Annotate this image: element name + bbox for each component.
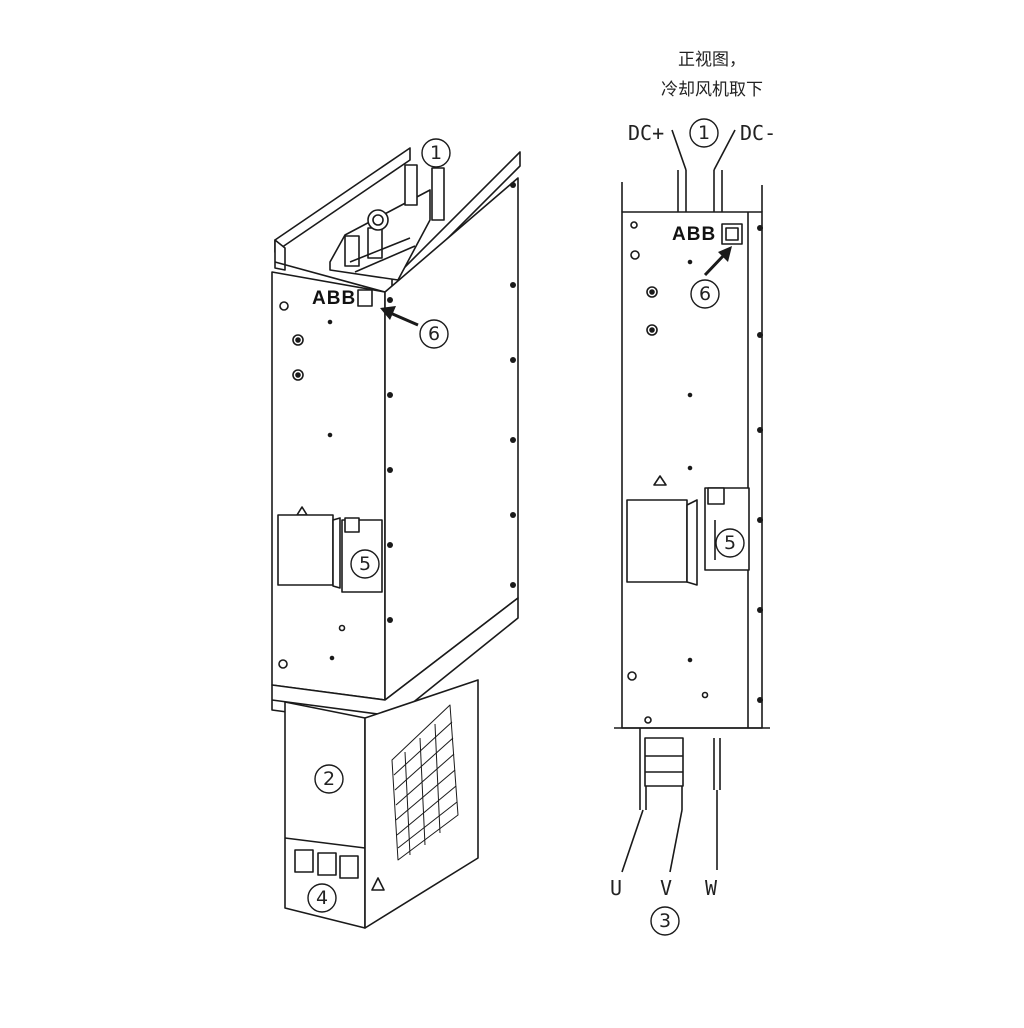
dc-minus-label: DC-: [740, 121, 776, 145]
dcplus-leader: [671, 129, 687, 171]
right-bolts: [757, 225, 763, 703]
callout-2-left: 2: [323, 768, 335, 790]
callout-circle-2-left: [314, 764, 344, 794]
callout-circle-5-left: [350, 549, 380, 579]
right-screws: [627, 221, 709, 724]
front-screws: [278, 301, 346, 669]
warning-icon-right: [653, 475, 667, 486]
arrow-6-right: [703, 246, 732, 277]
callout-3-right: 3: [659, 910, 671, 932]
vent-grille: [391, 704, 459, 861]
side-bolts: [387, 182, 516, 623]
u-label: U: [610, 876, 622, 900]
callout-circle-6-left: [419, 319, 449, 349]
callout-6-right: 6: [699, 283, 711, 305]
dcminus-leader: [713, 129, 736, 171]
callout-4-left: 4: [316, 887, 328, 909]
abb-logo-left: ABB: [312, 288, 356, 309]
callout-circle-5-right: [715, 528, 745, 558]
bottom-flange: [271, 597, 519, 726]
warning-icon-lower: [371, 877, 385, 891]
u-leader: [621, 809, 644, 873]
caption-line-1: 正视图，: [678, 50, 746, 70]
callout-5-left: 5: [359, 553, 371, 575]
callout-1-left: 1: [430, 142, 442, 164]
callout-6-left: 6: [428, 323, 440, 345]
v-label: V: [660, 876, 672, 900]
abb-logo-right: ABB: [672, 224, 716, 245]
motor-terminals: [294, 849, 359, 879]
callout-5-right: 5: [724, 532, 736, 554]
v-leader: [669, 809, 683, 873]
callout-1-right: 1: [698, 122, 710, 144]
arrow-6-left: [380, 306, 419, 327]
right-module: ABB: [614, 129, 770, 873]
left-module: ABB: [271, 147, 521, 929]
w-label: W: [705, 876, 718, 900]
dc-plus-label: DC+: [628, 121, 664, 145]
callout-circle-6-right: [690, 279, 720, 309]
callout-circle-4-left: [307, 883, 337, 913]
dc-terminal-block: [329, 164, 445, 281]
caption-line-2: 冷却风机取下: [661, 80, 763, 100]
bottom-output-bracket: [644, 737, 684, 787]
body-front: [271, 271, 386, 701]
callout-circle-3-right: [650, 906, 680, 936]
callout-circle-1-left: [421, 138, 451, 168]
callout-circle-1-right: [689, 118, 719, 148]
